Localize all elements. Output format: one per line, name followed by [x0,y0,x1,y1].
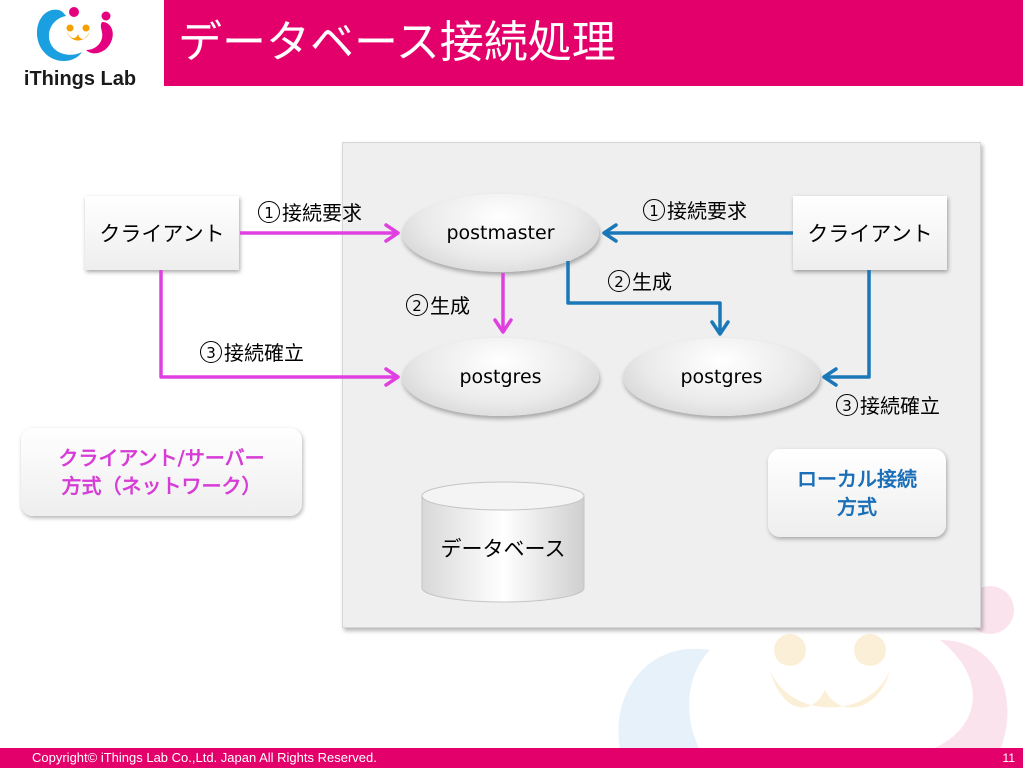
step2-number-badge: 2 [406,294,428,316]
page-title: データベース接続処理 [178,17,616,68]
step1-number-badge: 1 [643,199,665,221]
mode-network-line2: 方式（ネットワーク） [61,474,262,498]
step1-text: 接続要求 [282,201,362,225]
mode-local-line2: 方式 [837,495,877,519]
postgres-right-ellipse: postgres [623,338,820,416]
logo-mark-icon [37,7,113,62]
step2-text: 生成 [632,270,672,294]
step2-text: 生成 [430,294,470,318]
postgres-left-label: postgres [459,366,542,388]
background-logo-watermark [618,586,1014,750]
client-left-label: クライアント [99,222,225,246]
step2-number-badge: 2 [608,270,630,292]
step3-text: 接続確立 [860,394,940,418]
postmaster-label: postmaster [446,222,555,244]
database-cylinder-icon [421,481,585,603]
mode-network-line1: クライアント/サーバー [58,446,265,470]
title-bar: データベース接続処理 [164,0,1023,86]
postmaster-ellipse: postmaster [402,194,599,272]
postgres-left-ellipse: postgres [402,338,599,416]
step3-number-badge: 3 [200,341,222,363]
mode-network-card: クライアント/サーバー 方式（ネットワーク） [21,428,302,516]
database-label: データベース [440,537,566,561]
step1-number-badge: 1 [258,201,280,223]
step3-text: 接続確立 [224,341,304,365]
copyright-text: Copyright© iThings Lab Co.,Ltd. Japan Al… [32,750,377,765]
client-left-box: クライアント [85,196,239,270]
step1-text: 接続要求 [667,199,747,223]
mode-local-card: ローカル接続 方式 [768,449,946,537]
postgres-right-label: postgres [680,366,763,388]
logo: iThings Lab [0,0,160,96]
page-number: 11 [1002,751,1015,765]
logo-text: iThings Lab [23,68,137,90]
footer-bar: Copyright© iThings Lab Co.,Ltd. Japan Al… [0,748,1023,768]
mode-local-line1: ローカル接続 [797,467,917,491]
client-right-label: クライアント [807,222,933,246]
step3-number-badge: 3 [836,394,858,416]
client-right-box: クライアント [793,196,947,270]
